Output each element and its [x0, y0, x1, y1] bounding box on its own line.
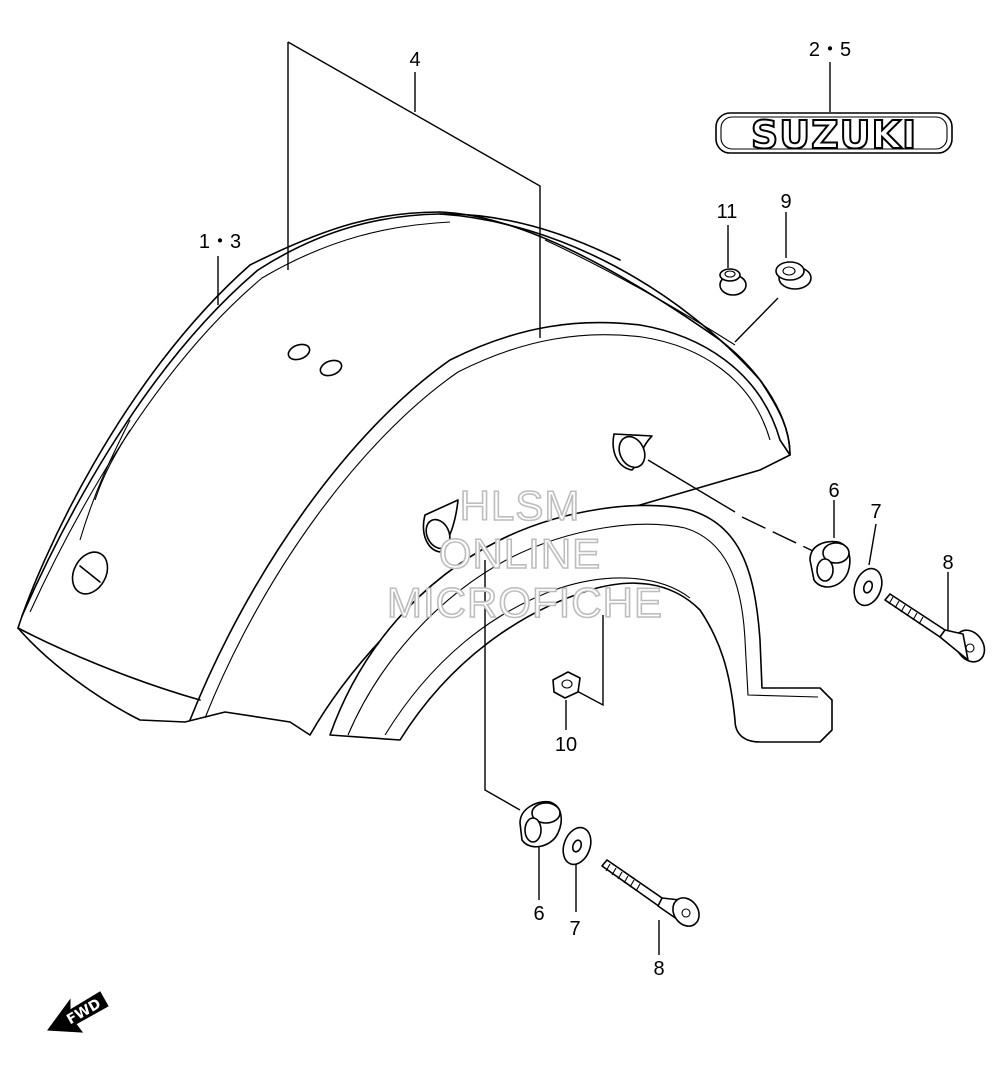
cushion-6-right	[809, 540, 851, 588]
bolt-8-right	[884, 593, 986, 663]
callout-1-3: 1・3	[199, 231, 241, 253]
cushion-6-left	[519, 800, 563, 848]
leader-lines	[217, 41, 949, 955]
emblem-text: SUZUKI	[751, 113, 917, 157]
fender-brace	[329, 504, 833, 743]
callout-4: 4	[409, 49, 420, 71]
watermark-line-1: HLSM	[460, 482, 581, 529]
bolt-8-left	[601, 859, 700, 927]
callout-6-right: 6	[828, 480, 839, 502]
fwd-arrow-icon: FWD	[47, 991, 109, 1033]
callout-7-right: 7	[870, 501, 881, 523]
suzuki-emblem: SUZUKI	[715, 112, 953, 158]
watermark: HLSM ONLINE MICROFICHE	[386, 481, 663, 627]
callout-9: 9	[780, 191, 791, 213]
watermark-line-2: ONLINE	[439, 530, 601, 577]
grommet-11	[719, 268, 747, 296]
callout-11: 11	[717, 201, 738, 223]
grommet-9	[775, 261, 812, 290]
callout-8-right: 8	[942, 552, 953, 574]
nut-10	[552, 671, 581, 699]
watermark-line-3: MICROFICHE	[387, 579, 663, 626]
callout-7-left: 7	[569, 918, 580, 940]
callout-labels: 1・3 4 2・5 11 9 6 7 8 10 6 7 8	[199, 39, 954, 980]
callout-10: 10	[555, 734, 577, 756]
callout-8-left: 8	[653, 958, 664, 980]
callout-2-5: 2・5	[809, 39, 851, 61]
rear-fender	[17, 211, 791, 736]
callout-6-left: 6	[533, 903, 544, 925]
washer-7-right	[853, 567, 883, 607]
washer-7-left	[562, 826, 592, 866]
